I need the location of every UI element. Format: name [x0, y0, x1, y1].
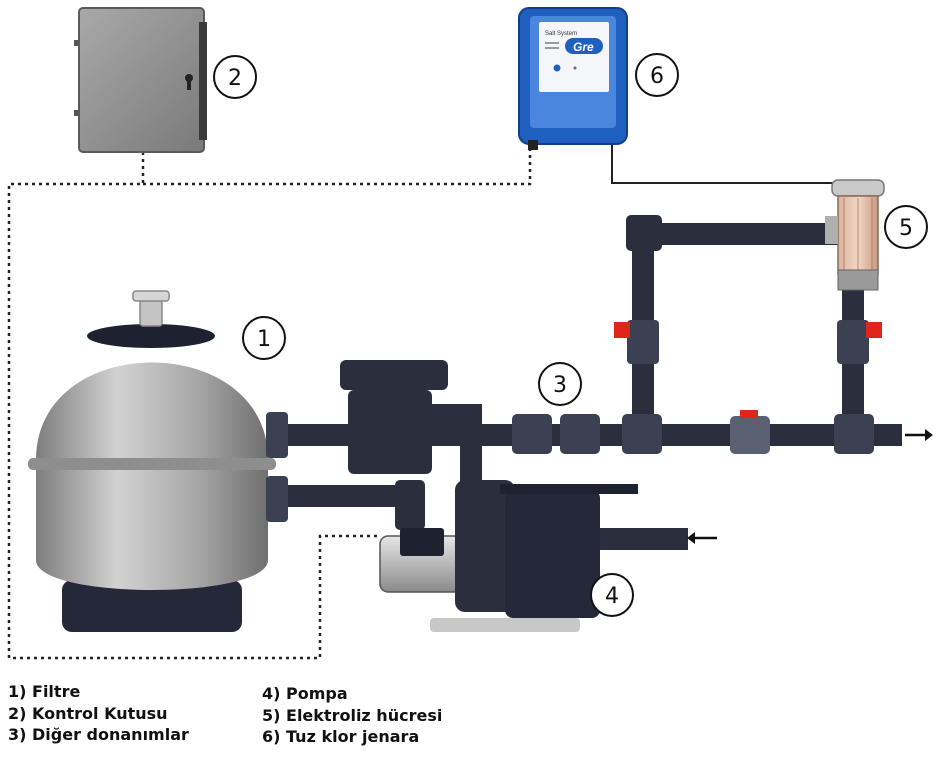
- electrolysis-cell: [825, 179, 885, 291]
- valve-handle-left: [614, 322, 630, 338]
- chlorinator-model-label: Salt System: [545, 31, 577, 37]
- legend-item-filter: 1) Filtre: [8, 682, 81, 701]
- flow-arrows: [687, 429, 933, 544]
- valve-handle-right: [866, 322, 882, 338]
- callout-6-label: 6: [650, 64, 664, 89]
- callout-2-label: 2: [228, 66, 242, 91]
- legend-item-control-box: 2) Kontrol Kutusu: [8, 703, 168, 723]
- pump: [340, 360, 638, 632]
- callout-4-label: 4: [605, 584, 619, 609]
- control-box: [74, 7, 207, 153]
- legend-item-chlorinator: 6) Tuz klor jenara: [262, 727, 420, 746]
- chlorinator-power-button: [553, 64, 561, 72]
- power-cable: [611, 142, 840, 184]
- legend-item-equipment: 3) Diğer donanımlar: [8, 725, 189, 744]
- callout-1-label: 1: [257, 327, 271, 352]
- legend-item-cell: 5) Elektroliz hücresi: [262, 705, 443, 725]
- callout-3-label: 3: [553, 373, 567, 398]
- callout-5: 5: [884, 205, 928, 249]
- callout-4: 4: [590, 573, 634, 617]
- valve-handle-main: [740, 410, 758, 418]
- legend-item-pump: 4) Pompa: [262, 684, 348, 703]
- chlorinator-brand-label: Gre: [573, 40, 594, 54]
- callout-1: 1: [242, 316, 286, 360]
- legend-left: 1) Filtre 2) Kontrol Kutusu 3) Diğer don…: [8, 681, 189, 746]
- callout-3: 3: [538, 362, 582, 406]
- sand-filter: [28, 290, 288, 632]
- legend-right: 4) Pompa 5) Elektroliz hücresi 6) Tuz kl…: [262, 683, 442, 748]
- callout-6: 6: [635, 53, 679, 97]
- bypass-piping: [614, 215, 882, 433]
- callout-5-label: 5: [899, 216, 913, 241]
- control-wiring: [7, 150, 532, 660]
- salt-chlorinator: Salt System Gre: [518, 7, 628, 150]
- callout-2: 2: [213, 55, 257, 99]
